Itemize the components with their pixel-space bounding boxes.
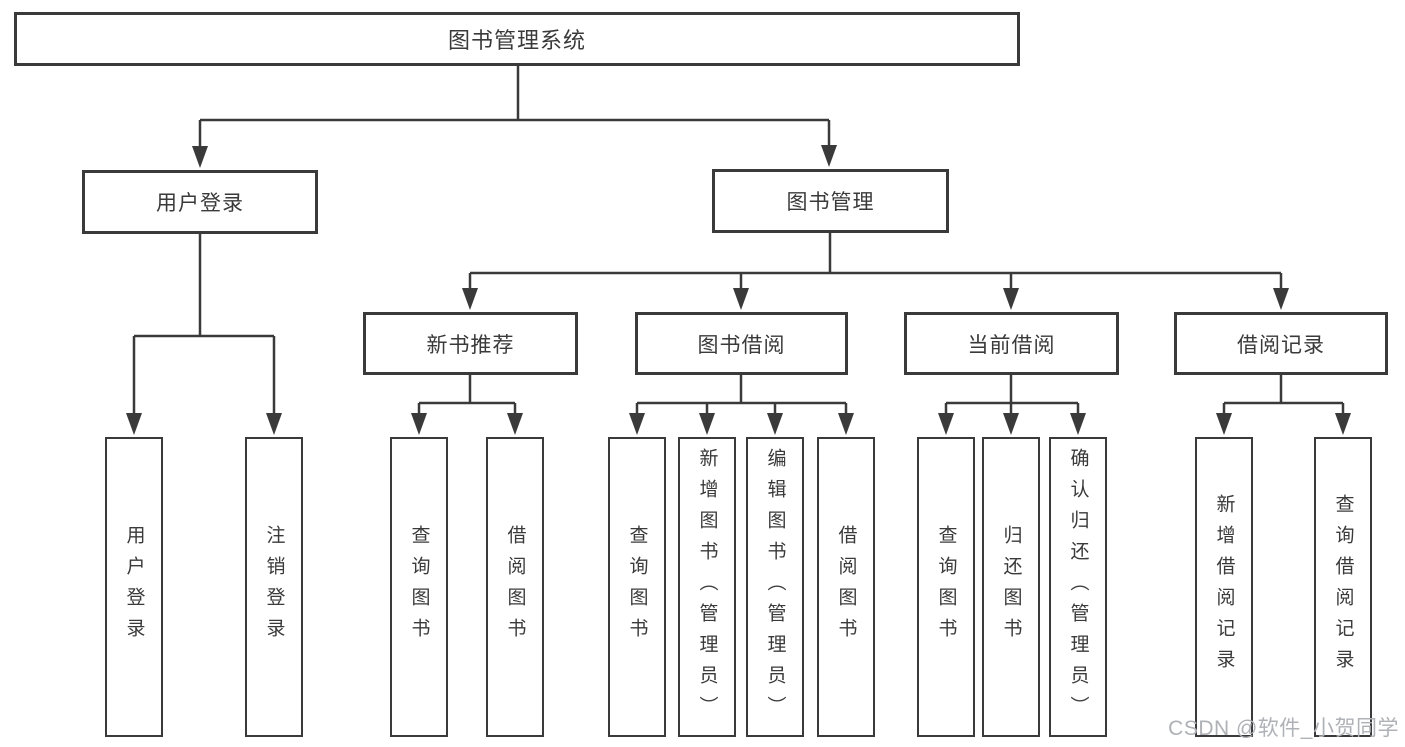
node-book-borrow: 图书借阅	[635, 312, 848, 375]
node-borrow-records: 借阅记录	[1174, 312, 1388, 375]
leaf-add-book-admin: 新增图书（管理员）	[678, 437, 736, 737]
node-root-system: 图书管理系统	[14, 12, 1020, 66]
node-book-management-label: 图书管理	[786, 191, 875, 214]
leaf-borrow-books-label: 借阅图书	[835, 525, 857, 649]
leaf-add-borrow-record: 新增借阅记录	[1195, 437, 1253, 737]
arrowhead-book-borrow	[733, 288, 749, 310]
leaf-edit-book-admin: 编辑图书（管理员）	[746, 437, 804, 737]
leaf-query-books-recommend: 查询图书	[390, 437, 448, 737]
leaf-confirm-return-admin: 确认归还（管理员）	[1049, 437, 1107, 737]
arrowhead-new-book	[462, 288, 478, 310]
leaf-query-borrow-record-label: 查询借阅记录	[1332, 494, 1354, 680]
node-root-label: 图书管理系统	[447, 28, 586, 53]
arrowhead-g4b	[1003, 413, 1019, 435]
node-new-book-recommend-label: 新书推荐	[426, 333, 515, 357]
leaf-logout: 注销登录	[245, 437, 303, 737]
arrowhead-g5b	[1335, 413, 1351, 435]
node-current-borrow-label: 当前借阅	[967, 333, 1056, 357]
leaf-query-books-current: 查询图书	[917, 437, 975, 737]
leaf-query-books-borrow-label: 查询图书	[626, 525, 648, 649]
arrowhead-g1b	[266, 413, 282, 435]
arrowhead-book-management	[821, 145, 837, 167]
leaf-borrow-books-recommend: 借阅图书	[486, 437, 544, 737]
leaf-borrow-books: 借阅图书	[817, 437, 875, 737]
arrowhead-g5a	[1216, 413, 1232, 435]
node-book-borrow-label: 图书借阅	[697, 333, 786, 357]
node-new-book-recommend: 新书推荐	[363, 312, 578, 375]
leaf-query-books-recommend-label: 查询图书	[408, 525, 430, 649]
arrowhead-g4c	[1070, 413, 1086, 435]
leaf-logout-label: 注销登录	[263, 525, 285, 649]
leaf-return-book-label: 归还图书	[1000, 525, 1022, 649]
arrowhead-g4a	[938, 413, 954, 435]
arrowhead-borrow-records	[1273, 288, 1289, 310]
arrowhead-g1a	[126, 413, 142, 435]
node-current-borrow: 当前借阅	[904, 312, 1119, 375]
arrowhead-g2b	[507, 413, 523, 435]
leaf-query-borrow-record: 查询借阅记录	[1314, 437, 1372, 737]
arrowhead-g3b	[699, 413, 715, 435]
node-borrow-records-label: 借阅记录	[1237, 333, 1325, 357]
leaf-user-login: 用户登录	[105, 437, 163, 737]
leaf-return-book: 归还图书	[982, 437, 1040, 737]
arrowhead-user-login	[192, 146, 208, 168]
arrowhead-g3d	[838, 413, 854, 435]
leaf-borrow-books-recommend-label: 借阅图书	[504, 525, 526, 649]
leaf-edit-book-admin-label: 编辑图书（管理员）	[764, 447, 786, 727]
leaf-confirm-return-admin-label: 确认归还（管理员）	[1067, 447, 1089, 727]
arrowhead-g3c	[767, 413, 783, 435]
node-book-management: 图书管理	[712, 169, 949, 233]
leaf-add-borrow-record-label: 新增借阅记录	[1213, 494, 1235, 680]
leaf-add-book-admin-label: 新增图书（管理员）	[696, 447, 718, 727]
arrowhead-current-borrow	[1003, 288, 1019, 310]
arrowhead-g2a	[411, 413, 427, 435]
leaf-query-books-borrow: 查询图书	[608, 437, 666, 737]
leaf-user-login-label: 用户登录	[123, 525, 145, 649]
arrowhead-g3a	[629, 413, 645, 435]
leaf-query-books-current-label: 查询图书	[935, 525, 957, 649]
node-user-login: 用户登录	[82, 170, 318, 234]
node-user-login-label: 用户登录	[156, 192, 244, 215]
